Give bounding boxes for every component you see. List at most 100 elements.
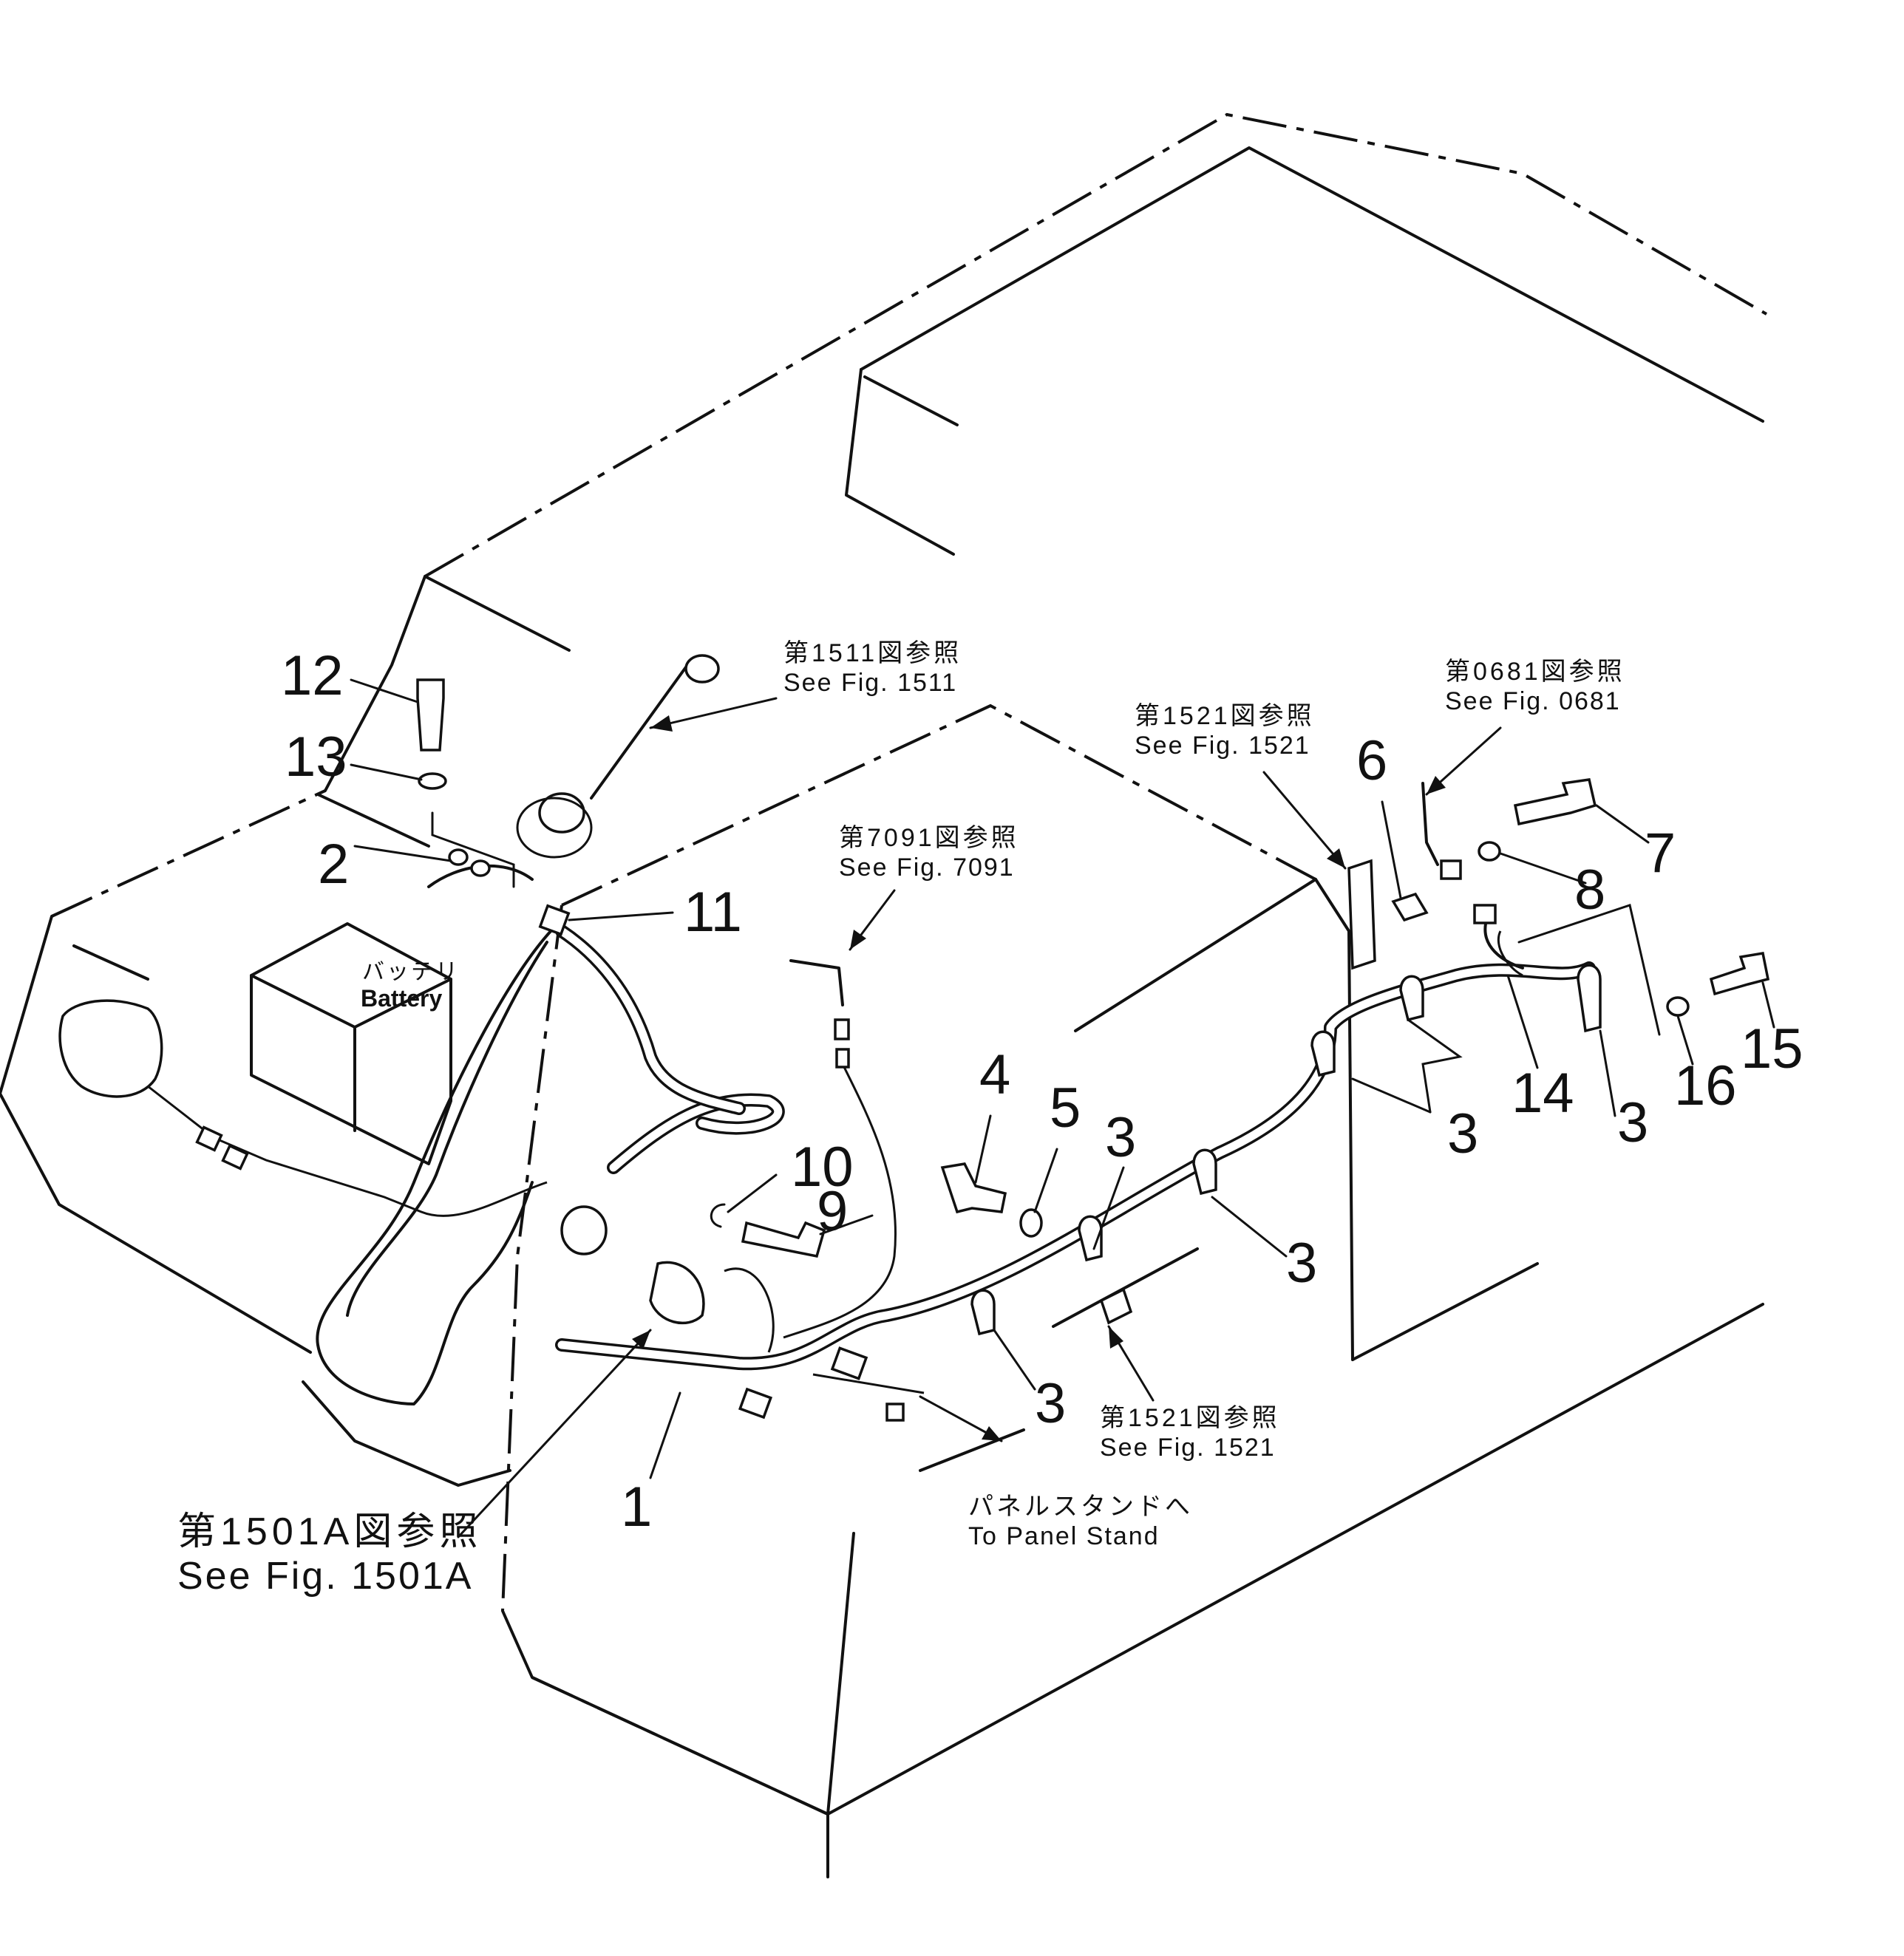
callout-3: 3 [1447,1103,1478,1165]
connector-lower-1 [738,1387,773,1420]
leader-16 [1676,1015,1694,1066]
bolt-7 [1513,778,1597,826]
harness-main [555,961,1596,1371]
tank-bottom-dash [531,1676,829,1816]
callout-3: 3 [1105,1106,1136,1169]
sensor-connector-2 [835,1048,850,1069]
ref-1521-bottom-jp: 第1521図参照 [1100,1404,1280,1432]
tank-outline-top [561,703,1316,907]
clamp-3-upperright [1399,975,1424,1022]
panel-stand-label-jp: パネルスタンドへ [968,1493,1193,1521]
panel-stand-label-en: To Panel Stand [968,1522,1160,1550]
battery-box [250,922,452,1165]
machine-body [0,112,1767,1878]
sender-gasket [516,797,593,859]
tank-inner-edge [1074,878,1317,1032]
sensor-tube [789,959,844,1006]
connector-6 [1440,859,1462,880]
arrow-fig1501A [457,1329,652,1538]
callout-2: 2 [318,833,349,896]
leader-10 [727,1173,778,1213]
wiring-harness [147,924,1596,1394]
relay [560,1205,608,1255]
tank-bottom [501,1609,829,1816]
callout-3: 3 [1035,1372,1066,1435]
ref-1501A-jp: 第1501A図参照 [177,1510,482,1553]
nut-2b [470,859,491,877]
parts [58,654,1770,1422]
wire-sensor [783,1063,897,1339]
ref-1521-bottom-en: See Fig. 1521 [1100,1434,1276,1462]
clamp-3-left [970,1289,996,1336]
clamp-3-mid [1078,1215,1103,1262]
ref-1511-en: See Fig. 1511 [783,669,957,697]
hood-outline-left [51,789,326,918]
terminal-6 [1391,892,1429,922]
callout-7: 7 [1645,822,1676,885]
leader-2 [353,845,452,862]
ref-7091-jp: 第7091図参照 [839,824,1019,852]
wire-right-upper [1497,930,1523,977]
figure-references: 第1511図参照 See Fig. 1511 第7091図参照 See Fig.… [177,639,1625,1598]
horn [649,1261,705,1325]
arrow-fig1521-top-head [1327,848,1345,868]
wire-to-panel [812,1373,925,1394]
callout-9: 9 [817,1180,848,1243]
ref-0681-jp: 第0681図参照 [1445,658,1625,686]
leader-4 [974,1114,992,1184]
callout-16: 16 [1674,1054,1737,1117]
bolt-4 [940,1162,1007,1214]
leader-3d [1407,1018,1463,1114]
arrow-fig7091-head [850,930,866,950]
battery-label-en: Battery [361,985,442,1012]
callout-15: 15 [1741,1018,1803,1080]
tank-inner-right [919,1428,1025,1472]
alternator [58,999,163,1098]
callout-3: 3 [1286,1232,1317,1295]
callout-1: 1 [621,1476,652,1538]
battery-label-jp: バッテリ [362,960,460,984]
leader-7 [1595,804,1650,844]
washer-8 [1478,841,1501,862]
wire-14 [1483,922,1524,970]
callout-3: 3 [1617,1091,1648,1154]
leader-5 [1033,1148,1058,1213]
leader-3a [993,1329,1036,1391]
terminal-11 [538,904,571,936]
callout-10: 10 [791,1136,854,1199]
cab-outline [424,112,1767,578]
callout-numbers: 1 2 3 3 3 3 3 4 5 6 7 8 9 10 11 12 13 14… [281,644,1803,1538]
ref-1501A-en: See Fig. 1501A [177,1555,473,1598]
leader-8 [1499,852,1587,885]
sender-rod [590,664,689,800]
wire-battery-side [147,1085,548,1217]
tank-lower-right [826,1303,1764,1816]
callout-5: 5 [1050,1077,1081,1139]
connector-lower-2 [830,1346,868,1380]
cab-roof-upper [860,146,1764,423]
washer-5 [1019,1208,1043,1238]
bracket-lower [1052,1247,1199,1328]
cab-inner-edge [424,575,571,652]
tank-front-vertical [826,1532,855,1816]
leader-13-battery [431,811,515,888]
callout-14: 14 [1512,1062,1574,1125]
connector-left-1 [195,1125,223,1152]
tank-mid-right [1351,1262,1539,1361]
hood-left-edge [324,575,426,792]
connector-left-2 [221,1144,249,1170]
harness-main-core [557,964,1594,1368]
leader-13 [350,763,423,781]
harness-frame-loop-core [557,927,744,1113]
leader-3d-b [1351,1077,1432,1114]
leader-14-b [1517,904,1661,1036]
hood-curve [72,944,149,981]
callout-8: 8 [1574,859,1605,921]
arrow-fig0681-head [1427,776,1446,794]
arrow-fig1511-head [650,715,673,732]
leader-3e [1599,1029,1616,1117]
washer-16 [1666,996,1690,1017]
leader-6 [1381,800,1402,899]
